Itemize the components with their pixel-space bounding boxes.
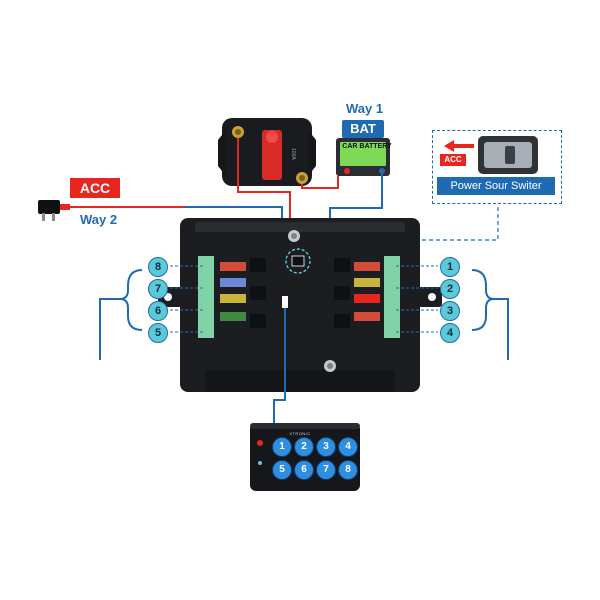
- breaker-red-wire: [237, 138, 291, 232]
- keypad-brand: XTRONIC: [289, 431, 311, 436]
- channel-badge: 7: [148, 279, 168, 299]
- keypad-key[interactable]: 7: [316, 460, 336, 480]
- left-output-wire: [99, 298, 120, 360]
- keypad-key[interactable]: 2: [294, 437, 314, 457]
- keypad-cable: [273, 308, 286, 426]
- power-switch-label: Power Sour Switer: [437, 177, 555, 195]
- right-output-wire: [494, 298, 509, 360]
- acc-fuse-tap: [38, 200, 70, 221]
- right-leaders: [396, 265, 438, 333]
- keypad-key[interactable]: 5: [272, 460, 292, 480]
- breaker-battery-wire: [301, 176, 339, 189]
- switch-acc-label: ACC: [440, 154, 466, 166]
- way1-label: Way 1: [346, 101, 384, 116]
- bat-label: BAT: [342, 120, 384, 138]
- channel-badge: 4: [440, 323, 460, 343]
- svg-text:100A: 100A: [290, 148, 296, 160]
- car-battery: [336, 138, 390, 176]
- circuit-breaker: 100A: [218, 118, 316, 186]
- keypad-key[interactable]: 8: [338, 460, 358, 480]
- channel-badge: 2: [440, 279, 460, 299]
- way2-label: Way 2: [80, 212, 118, 227]
- acc-label: ACC: [70, 178, 120, 198]
- car-battery-label: CAR BATTERY: [342, 143, 392, 150]
- channel-badge: 5: [148, 323, 168, 343]
- channel-badge: 1: [440, 257, 460, 277]
- channel-badge: 3: [440, 301, 460, 321]
- keypad-key[interactable]: 4: [338, 437, 358, 457]
- channel-badge: 8: [148, 257, 168, 277]
- keypad-key[interactable]: 1: [272, 437, 292, 457]
- keypad-key[interactable]: 6: [294, 460, 314, 480]
- channel-badge: 6: [148, 301, 168, 321]
- control-box: [158, 218, 442, 392]
- keypad-key[interactable]: 3: [316, 437, 336, 457]
- left-leaders: [170, 265, 204, 333]
